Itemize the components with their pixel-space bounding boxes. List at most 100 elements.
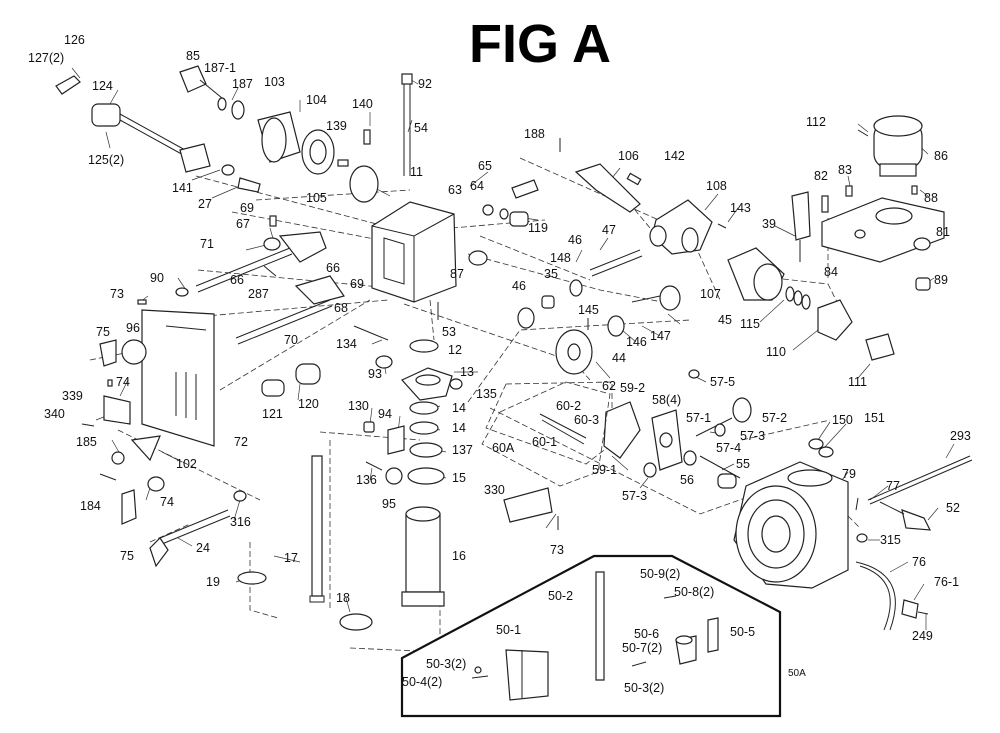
part-label-146: 146 (626, 335, 647, 349)
part-label-573a: 57-3 (740, 429, 765, 443)
part-label-75a: 75 (96, 325, 110, 339)
part-label-112: 112 (806, 115, 826, 129)
part-label-102: 102 (176, 457, 197, 471)
part-label-121: 121 (262, 407, 283, 421)
part-label-69a: 69 (240, 201, 254, 215)
part-label-79: 79 (842, 467, 856, 481)
part-label-83: 83 (838, 163, 852, 177)
part-label-602: 60-2 (556, 399, 581, 413)
part-label-315: 315 (880, 533, 901, 547)
part-label-143: 143 (730, 201, 751, 215)
part-label-573b: 57-3 (622, 489, 647, 503)
part-label-115: 115 (740, 317, 760, 331)
part-label-293: 293 (950, 429, 971, 443)
part-label-574: 57-4 (716, 441, 741, 455)
inset-50a-panel (400, 554, 782, 718)
part-label-52: 52 (946, 501, 960, 515)
part-label-86: 86 (934, 149, 948, 163)
part-label-17: 17 (284, 551, 298, 565)
part-label-64: 64 (470, 179, 484, 193)
part-label-125: 125(2) (88, 153, 124, 167)
part-label-110: 110 (766, 345, 786, 359)
part-label-13: 13 (460, 365, 474, 379)
part-label-47: 47 (602, 223, 616, 237)
part-label-501: 50-1 (496, 623, 521, 637)
subassembly-60a-outline (481, 381, 611, 487)
part-label-74b: 74 (160, 495, 174, 509)
part-label-90: 90 (150, 271, 164, 285)
part-label-46a: 46 (568, 233, 582, 247)
part-label-137: 137 (452, 443, 473, 457)
part-label-69b: 69 (350, 277, 364, 291)
part-label-509: 50-9(2) (640, 567, 680, 581)
part-label-145: 145 (578, 303, 599, 317)
part-label-136: 136 (356, 473, 377, 487)
part-label-130: 130 (348, 399, 369, 413)
part-label-126: 126 (64, 33, 85, 47)
part-label-16: 16 (452, 549, 466, 563)
part-label-12: 12 (448, 343, 462, 357)
part-label-65: 65 (478, 159, 492, 173)
part-label-54: 54 (414, 121, 428, 135)
part-label-142: 142 (664, 149, 685, 163)
part-label-507: 50-7(2) (622, 641, 662, 655)
part-label-35: 35 (544, 267, 558, 281)
part-label-572: 57-2 (762, 411, 787, 425)
part-label-89: 89 (934, 273, 948, 287)
part-label-66a: 66 (230, 273, 244, 287)
part-label-135: 135 (476, 387, 497, 401)
part-label-249: 249 (912, 629, 933, 643)
part-label-18: 18 (336, 591, 350, 605)
part-label-108: 108 (706, 179, 727, 193)
part-label-14a: 14 (452, 401, 466, 415)
part-label-761: 76-1 (934, 575, 959, 589)
part-label-106: 106 (618, 149, 639, 163)
part-label-39: 39 (762, 217, 776, 231)
part-label-603: 60-3 (574, 413, 599, 427)
part-label-94: 94 (378, 407, 392, 421)
part-label-92: 92 (418, 77, 432, 91)
part-label-87: 87 (450, 267, 464, 281)
part-label-188: 188 (524, 127, 545, 141)
part-label-84: 84 (824, 265, 838, 279)
part-label-503b: 50-3(2) (624, 681, 664, 695)
part-label-316: 316 (230, 515, 251, 529)
part-label-119: 119 (528, 221, 548, 235)
part-label-151: 151 (864, 411, 885, 425)
figure-title: FIG A (469, 14, 611, 74)
part-label-575: 57-5 (710, 375, 735, 389)
part-label-571: 57-1 (686, 411, 711, 425)
part-label-141: 141 (172, 181, 193, 195)
part-label-502: 50-2 (548, 589, 573, 603)
part-label-96: 96 (126, 321, 140, 335)
part-label-76: 76 (912, 555, 926, 569)
part-label-107: 107 (700, 287, 721, 301)
part-label-24: 24 (196, 541, 210, 555)
part-label-591: 59-1 (592, 463, 617, 477)
part-label-584: 58(4) (652, 393, 681, 407)
part-label-60a: 60A (492, 441, 515, 455)
part-label-55: 55 (736, 457, 750, 471)
part-label-601: 60-1 (532, 435, 557, 449)
part-label-14b: 14 (452, 421, 466, 435)
part-label-187: 187 (232, 77, 253, 91)
part-label-85: 85 (186, 49, 200, 63)
part-label-592: 59-2 (620, 381, 645, 395)
part-label-44: 44 (612, 351, 626, 365)
part-label-508: 50-8(2) (674, 585, 714, 599)
part-label-147: 147 (650, 329, 671, 343)
part-label-1871: 187-1 (204, 61, 236, 75)
part-label-68: 68 (334, 301, 348, 315)
part-label-53: 53 (442, 325, 456, 339)
part-label-81: 81 (936, 225, 950, 239)
machine-parts (55, 65, 973, 631)
part-label-111: 111 (848, 375, 867, 389)
part-label-185: 185 (76, 435, 97, 449)
part-label-140: 140 (352, 97, 373, 111)
part-label-120: 120 (298, 397, 319, 411)
part-label-73a: 73 (110, 287, 124, 301)
part-label-124: 124 (92, 79, 113, 93)
part-label-19: 19 (206, 575, 220, 589)
